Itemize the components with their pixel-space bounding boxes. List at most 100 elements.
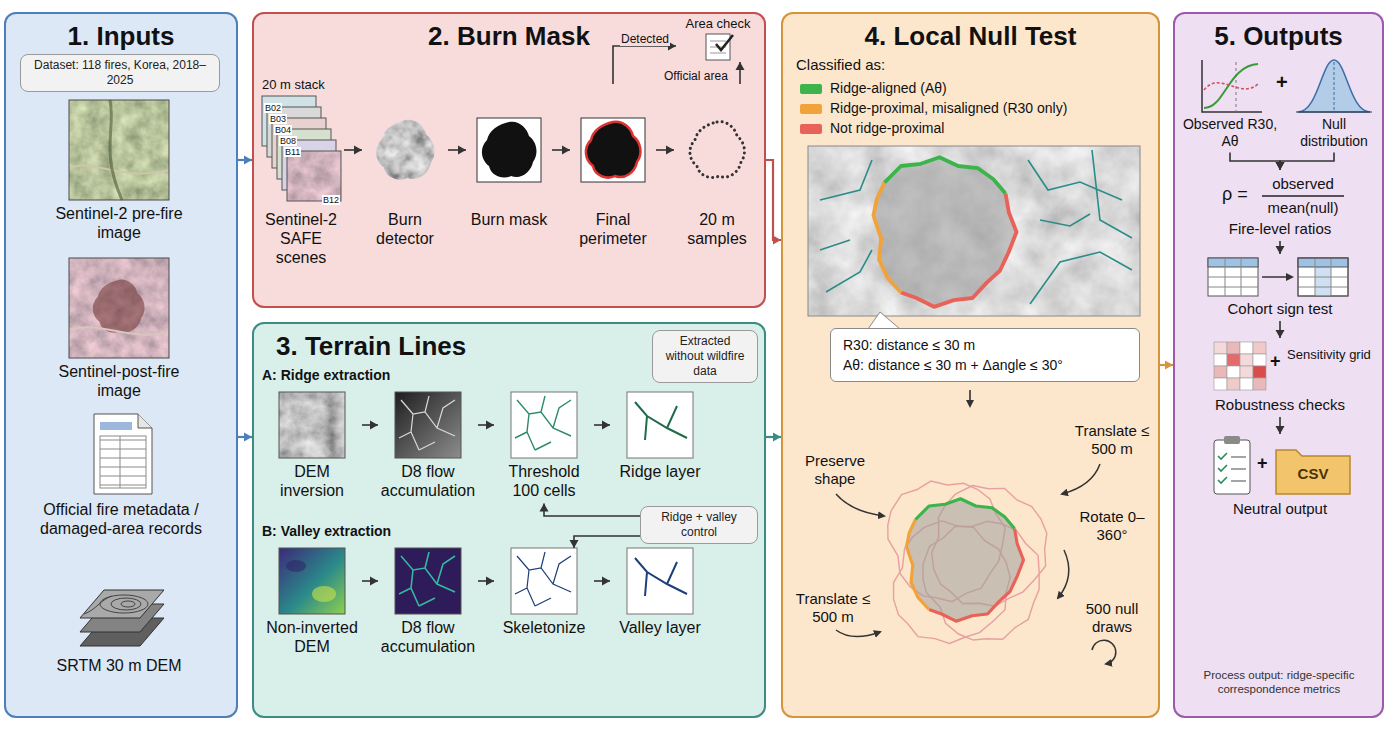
null-bell-curve bbox=[1296, 60, 1372, 112]
connector bbox=[1276, 321, 1285, 338]
connector-line bbox=[1230, 153, 1280, 170]
annotation-label: B08 bbox=[279, 136, 297, 146]
step-caption: Sentinel-post-fire image bbox=[44, 362, 194, 400]
step-caption: Neutral output bbox=[1190, 500, 1370, 518]
label-anchor: + bbox=[1276, 70, 1288, 94]
arrowhead bbox=[370, 421, 378, 430]
dem-stack-icon bbox=[80, 590, 164, 646]
connector-line bbox=[574, 536, 640, 548]
observed-curve-chart bbox=[1202, 60, 1262, 112]
label-anchor: mean(null) bbox=[1262, 199, 1344, 217]
step-caption: Cohort sign test bbox=[1195, 300, 1365, 318]
rule-callout: R30: distance ≤ 30 mAθ: distance ≤ 30 m … bbox=[830, 328, 1140, 382]
label-anchor: CSV bbox=[1276, 465, 1350, 483]
legend-text: Not ridge-proximal bbox=[830, 120, 944, 137]
label-anchor: Process output: ridge-specific correspon… bbox=[1180, 668, 1378, 696]
connector bbox=[766, 160, 781, 245]
connector bbox=[570, 536, 641, 548]
badge-text: Extracted without wildfire data bbox=[659, 334, 751, 379]
legend-swatch bbox=[800, 124, 822, 134]
arrowhead bbox=[486, 421, 494, 430]
check-icon: Area check bbox=[676, 16, 760, 62]
step-figure: DEM inversion bbox=[262, 392, 362, 503]
label-anchor: Classified as: bbox=[796, 56, 885, 74]
post-fire-image bbox=[69, 258, 169, 358]
connector bbox=[362, 577, 378, 586]
label-anchor: Translate ≤ 500 m bbox=[794, 590, 872, 626]
arrowhead bbox=[486, 577, 494, 586]
step-caption: Final perimeter bbox=[570, 210, 656, 248]
step-figure: Sentinel-post-fire image bbox=[44, 254, 194, 403]
label-anchor: Translate ≤ 500 m bbox=[1068, 422, 1156, 458]
legend-text: Ridge-proximal, misaligned (R30 only) bbox=[830, 100, 1067, 117]
valley-row-images bbox=[279, 548, 693, 614]
connector-line bbox=[544, 503, 640, 516]
arrowhead bbox=[1276, 426, 1285, 434]
step-figure: 20 m samples bbox=[674, 84, 760, 251]
step-caption: DEM inversion bbox=[262, 462, 362, 500]
annotation-label: 20 m stack bbox=[262, 77, 325, 93]
stage-panel: 1. InputsDataset: 118 fires, Korea, 2018… bbox=[4, 12, 238, 718]
table-icons bbox=[1208, 258, 1348, 296]
legend-swatch bbox=[800, 104, 822, 114]
step-figure: Sentinel-2 pre-fire image bbox=[44, 96, 194, 245]
label-anchor: ρ = bbox=[1222, 183, 1248, 205]
legend-text: Ridge-aligned (Aθ) bbox=[830, 80, 947, 97]
arrowhead bbox=[244, 156, 252, 165]
step-caption: Sentinel-2 SAFE scenes bbox=[258, 210, 344, 268]
annotation-label: A: Ridge extraction bbox=[262, 367, 390, 384]
annotation-label: observed bbox=[1262, 175, 1344, 193]
step-figure: Valley layer bbox=[610, 548, 710, 640]
step-caption: Valley layer bbox=[610, 618, 710, 637]
label-anchor: A: Ridge extraction bbox=[262, 367, 390, 384]
connector bbox=[238, 156, 252, 165]
connector bbox=[594, 577, 610, 586]
connector bbox=[656, 146, 674, 155]
step-figure: Observed R30, Aθ bbox=[1180, 56, 1280, 153]
connector bbox=[362, 421, 378, 430]
connector bbox=[238, 433, 252, 442]
step-caption: Burn detector bbox=[362, 210, 448, 248]
step-caption: Threshold 100 cells bbox=[494, 462, 594, 500]
step-figure: Skeletonize bbox=[494, 548, 594, 640]
annotation-label: Rotate 0–360° bbox=[1070, 508, 1154, 544]
label-anchor: B02 bbox=[264, 97, 282, 115]
arrowhead bbox=[458, 146, 466, 155]
arrowhead bbox=[1276, 162, 1285, 170]
annotation-label: Process output: ridge-specific correspon… bbox=[1180, 668, 1378, 696]
step-caption: D8 flow accumulation bbox=[378, 618, 478, 656]
connector bbox=[1230, 153, 1285, 170]
annotation-label: + bbox=[1270, 350, 1281, 372]
pre-fire-image bbox=[69, 100, 169, 200]
annotation-label: Preserve shape bbox=[798, 452, 872, 488]
band-stack bbox=[262, 96, 341, 201]
label-anchor: Preserve shape bbox=[798, 452, 872, 488]
panel-title: 5. Outputs bbox=[1175, 14, 1382, 52]
connector bbox=[594, 421, 610, 430]
arrowhead bbox=[540, 503, 549, 511]
step-caption: Ridge layer bbox=[610, 462, 710, 481]
connector bbox=[344, 146, 362, 155]
label-anchor: B: Valley extraction bbox=[262, 523, 391, 540]
step-figure: Burn mask bbox=[466, 84, 552, 232]
clipboard-and-folder bbox=[1214, 436, 1350, 494]
edge-label-anchor: Detected bbox=[620, 29, 670, 47]
arrowhead bbox=[562, 146, 570, 155]
panel-title: 4. Local Null Test bbox=[783, 14, 1158, 52]
annotation-label: Classified as: bbox=[796, 56, 885, 74]
icon-caption: Area check bbox=[676, 16, 760, 32]
step-caption: Sentinel-2 pre-fire image bbox=[44, 204, 194, 242]
label-anchor: Sensitivity grid bbox=[1287, 347, 1373, 363]
step-figure: Ridge layer bbox=[610, 392, 710, 484]
connector-line bbox=[1280, 153, 1334, 170]
connector bbox=[1160, 361, 1173, 370]
connector-line bbox=[766, 160, 781, 240]
step-figure: Neutral output bbox=[1190, 434, 1370, 521]
ridge-row-images bbox=[279, 392, 693, 458]
connector bbox=[736, 62, 745, 84]
note-badge: Extracted without wildfire data bbox=[652, 330, 758, 383]
annotation-label: mean(null) bbox=[1262, 199, 1344, 217]
annotation-label: Sensitivity grid bbox=[1287, 347, 1373, 363]
annotation-label: Translate ≤ 500 m bbox=[1068, 422, 1156, 458]
